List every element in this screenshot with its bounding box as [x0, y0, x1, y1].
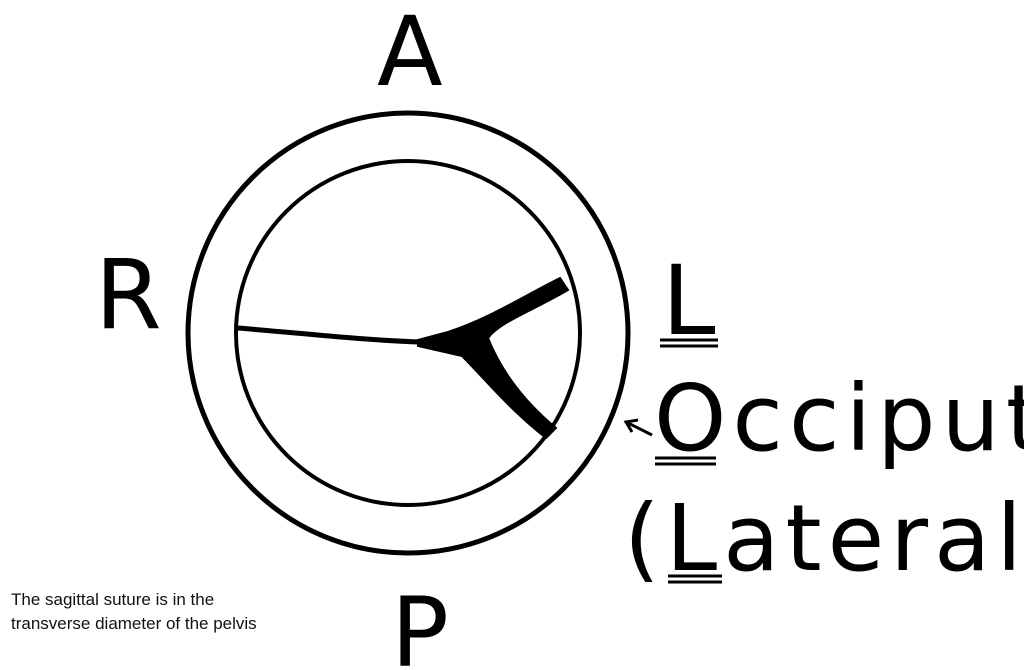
caption-line-2: transverse diameter of the pelvis: [11, 612, 341, 636]
caption-line-1: The sagittal suture is in the: [11, 588, 341, 612]
posterior-fontanelle: [418, 278, 568, 438]
outer-pelvis-ring: [188, 113, 628, 553]
posterior-label: P: [391, 577, 449, 670]
sagittal-suture: [238, 328, 420, 342]
occiput-label: Occiput: [654, 365, 1024, 472]
anterior-label: A: [377, 0, 443, 108]
right-label: R: [95, 239, 162, 351]
arrow-icon: [626, 420, 652, 435]
caption: The sagittal suture is in the transverse…: [11, 588, 341, 636]
